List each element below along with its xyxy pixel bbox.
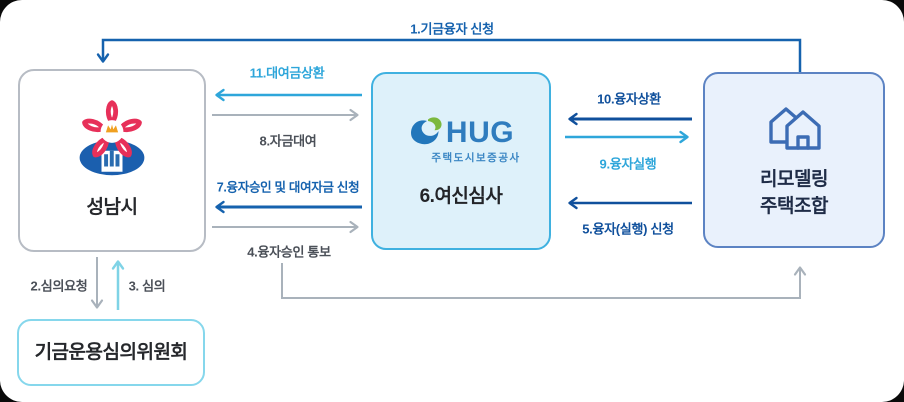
flow-label-8: 8.자금대여 xyxy=(259,133,317,149)
arrow-1-fund-loan-application xyxy=(96,38,802,72)
flow-label-2: 2.심의요청 xyxy=(30,278,88,294)
hug-logo-subtext: 주택도시보증공사 xyxy=(431,151,521,164)
association-label-line1: 리모델링 xyxy=(760,169,828,190)
seongnam-city-label: 성남시 xyxy=(86,197,138,218)
house-icon xyxy=(769,107,821,150)
node-seongnam-city: 성남시 xyxy=(18,69,206,252)
hug-logo-text: HUG xyxy=(445,115,515,149)
committee-label: 기금운용심의위원회 xyxy=(34,342,188,363)
flow-label-7: 7.융자승인 및 대여자금 신청 xyxy=(216,180,360,195)
hug-logo: HUG 주택도시보증공사 xyxy=(401,115,520,165)
flow-label-3: 3. 심의 xyxy=(128,278,166,294)
hug-logo-icon xyxy=(410,116,442,144)
flow-label-9: 9.융자실행 xyxy=(599,156,657,172)
seongnam-city-emblem-icon xyxy=(79,100,145,176)
flow-label-11: 11.대여금상환 xyxy=(249,65,325,81)
flow-label-1: 1.기금융자 신청 xyxy=(410,21,494,37)
node-remodeling-association: 리모델링 주택조합 xyxy=(703,72,885,248)
flow-label-4: 4.융자승인 통보 xyxy=(247,244,331,260)
flow-label-5: 5.융자(실행) 신청 xyxy=(582,221,674,237)
node-hug: HUG 주택도시보증공사 6.여신심사 xyxy=(371,72,551,250)
node-fund-committee: 기금운용심의위원회 xyxy=(17,319,205,386)
association-label-line2: 주택조합 xyxy=(760,196,828,217)
arrow-4-approval-notice-branch xyxy=(281,263,807,299)
hug-step-label: 6.여신심사 xyxy=(419,185,503,207)
flow-label-10: 10.융자상환 xyxy=(597,91,661,107)
